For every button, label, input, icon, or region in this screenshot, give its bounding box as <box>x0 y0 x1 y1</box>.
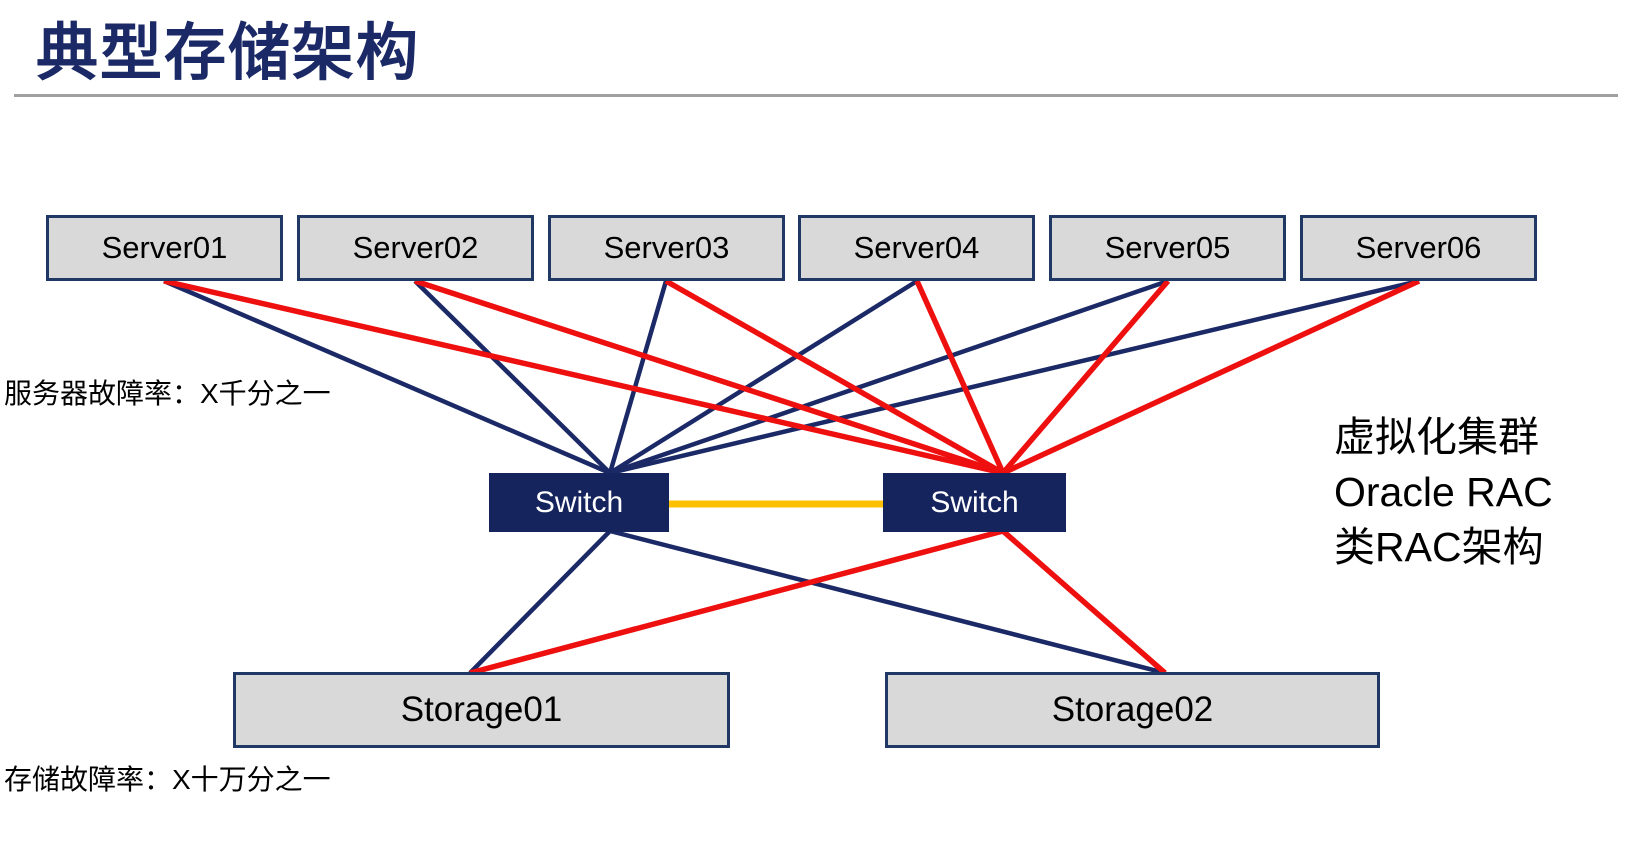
storage02-label: Storage02 <box>1051 690 1214 729</box>
link-server05-left-switch <box>609 278 1169 476</box>
server06-label: Server06 <box>1355 230 1482 265</box>
server02-node: Server02 <box>297 215 534 281</box>
page-title: 典型存储架构 <box>36 19 421 88</box>
link-server01-right-switch <box>163 278 1004 476</box>
link-server06-right-switch <box>1001 278 1421 476</box>
storage02-node: Storage02 <box>885 672 1380 748</box>
link-left-switch-storage01 <box>468 529 612 675</box>
server-failure-rate-label: 服务器故障率：X千分之一 <box>4 378 331 409</box>
cluster-note-line-1: 虚拟化集群 <box>1334 414 1539 460</box>
server02-label: Server02 <box>352 230 479 265</box>
link-server02-left-switch <box>413 279 612 475</box>
cluster-note-line-2: Oracle RAC <box>1334 469 1553 515</box>
link-server05-right-switch <box>1000 279 1171 475</box>
cluster-note: 虚拟化集群 Oracle RAC 类RAC架构 <box>1334 410 1553 575</box>
link-server04-left-switch <box>608 279 919 475</box>
link-server06-left-switch <box>609 278 1420 476</box>
server03-node: Server03 <box>548 215 785 281</box>
link-server02-right-switch <box>414 278 1004 476</box>
server03-label: Server03 <box>603 230 730 265</box>
server01-label: Server01 <box>101 230 228 265</box>
link-server03-right-switch <box>664 278 1005 476</box>
server06-node: Server06 <box>1300 215 1537 281</box>
storage-failure-rate-label: 存储故障率：X十万分之一 <box>4 764 331 795</box>
server01-node: Server01 <box>46 215 283 281</box>
left-switch-node: Switch <box>489 473 669 532</box>
server04-node: Server04 <box>798 215 1035 281</box>
right-switch-label: Switch <box>930 485 1019 519</box>
link-server03-left-switch <box>607 280 669 474</box>
link-server04-right-switch <box>914 279 1006 475</box>
storage01-label: Storage01 <box>400 690 563 729</box>
server05-label: Server05 <box>1104 230 1231 265</box>
link-server01-left-switch <box>163 278 611 476</box>
server05-node: Server05 <box>1049 215 1286 281</box>
link-right-switch-storage01 <box>469 528 1004 676</box>
cluster-note-line-3: 类RAC架构 <box>1334 524 1544 570</box>
link-left-switch-storage02 <box>609 528 1166 676</box>
right-switch-node: Switch <box>883 473 1066 532</box>
link-right-switch-storage02 <box>1001 528 1167 676</box>
left-switch-label: Switch <box>534 485 624 519</box>
title-divider <box>14 94 1618 97</box>
storage01-node: Storage01 <box>233 672 730 748</box>
server04-label: Server04 <box>853 230 980 265</box>
